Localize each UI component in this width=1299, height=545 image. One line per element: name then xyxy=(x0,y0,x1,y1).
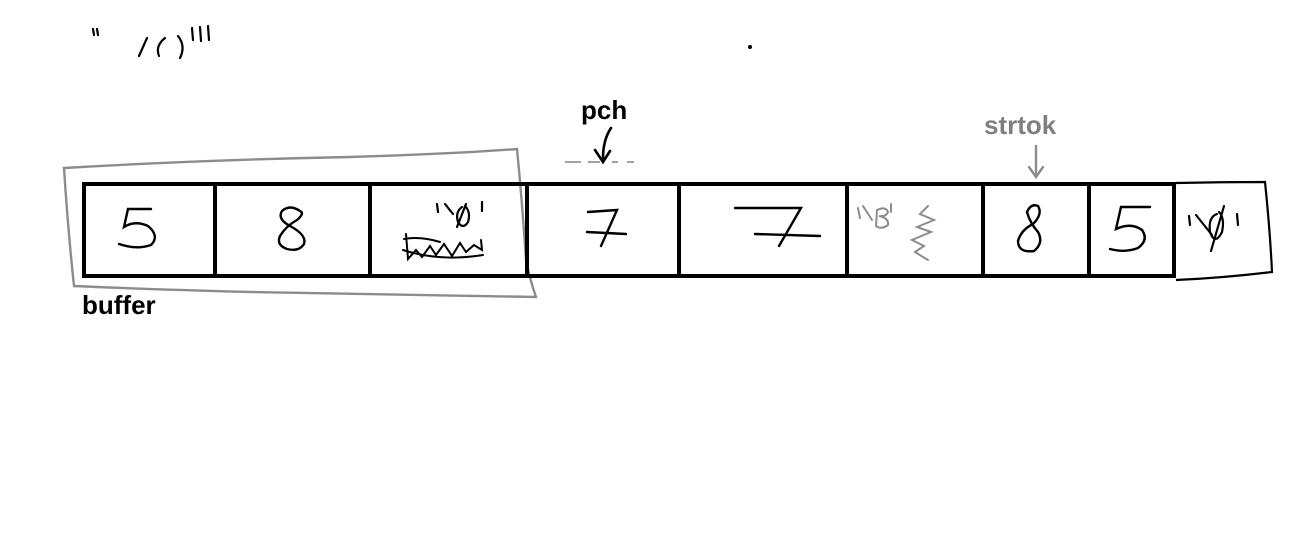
cell-8-glyph-5 xyxy=(1108,205,1152,252)
cell-3-glyph-null-terminator xyxy=(435,200,484,229)
char-array xyxy=(82,182,1176,278)
buffer-outline xyxy=(62,147,538,299)
pch-pointer-arrow xyxy=(593,126,613,165)
cell-2-glyph-8 xyxy=(277,206,306,252)
cell-1-glyph-5 xyxy=(117,207,156,249)
buffer-label: buffer xyxy=(82,290,156,320)
cell-5-glyph-7 xyxy=(733,206,822,248)
stray-dot xyxy=(748,45,752,49)
strtok-label: strtok xyxy=(984,110,1057,140)
cell-7-glyph-8 xyxy=(1016,204,1042,253)
cell-6-glyph xyxy=(857,203,937,261)
array-frame xyxy=(82,182,1176,278)
cell-4-glyph-7 xyxy=(585,208,628,248)
cell-3-strikethrough xyxy=(402,233,484,262)
terminator-cell-frame xyxy=(1175,180,1274,282)
top-scribble xyxy=(91,24,211,60)
pch-label: pch xyxy=(581,95,628,125)
cell-9-glyph-null-terminator xyxy=(1187,204,1240,253)
strtok-pointer-arrow xyxy=(1027,144,1045,180)
